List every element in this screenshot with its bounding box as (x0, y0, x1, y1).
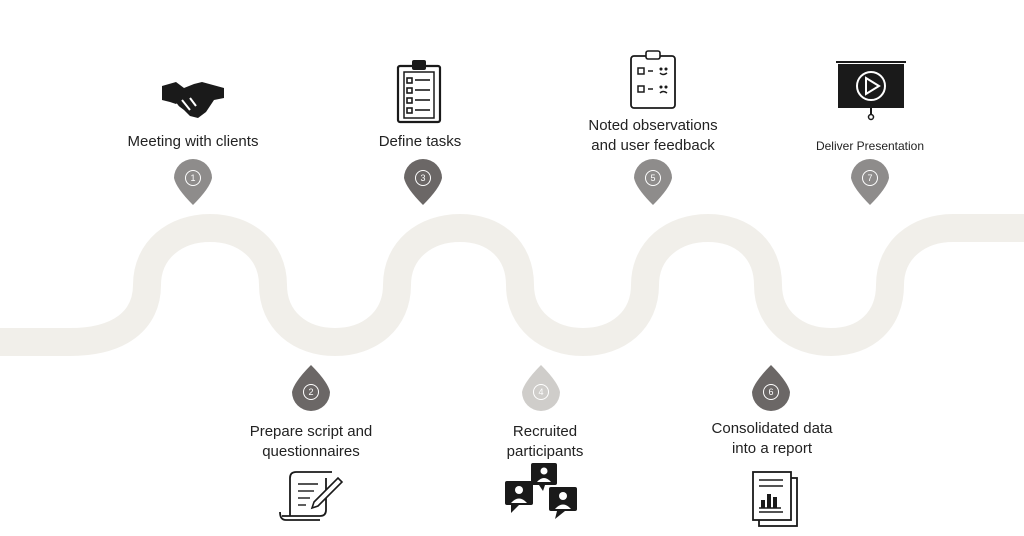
step-number: 1 (190, 173, 195, 183)
marker-pin (522, 365, 560, 411)
step-7-marker: 7 (851, 159, 889, 205)
step-3-label: Define tasks (378, 133, 462, 150)
winding-path (0, 213, 1024, 357)
report-icon (752, 471, 798, 527)
participants-chat-icon (505, 463, 577, 519)
marker-ring (763, 384, 779, 400)
marker-ring (185, 170, 201, 186)
clipboard-checklist-icon (396, 60, 442, 124)
step-number: 5 (650, 173, 655, 183)
step-1-label: Meeting with clients (127, 133, 259, 150)
step-1-marker: 1 (174, 159, 212, 205)
marker-ring (862, 170, 878, 186)
step-number: 3 (420, 173, 425, 183)
marker-ring (415, 170, 431, 186)
step-4-marker: 4 (522, 365, 560, 411)
marker-pin (851, 159, 889, 205)
step-6-label: Consolidated data into a report (711, 420, 833, 457)
step-number: 7 (867, 173, 872, 183)
marker-ring (303, 384, 319, 400)
marker-pin (752, 365, 790, 411)
marker-pin (292, 365, 330, 411)
step-2-marker: 2 (292, 365, 330, 411)
step-number: 2 (308, 387, 313, 397)
script-scroll-icon (279, 471, 344, 521)
step-4-label: Recruited participants (506, 423, 584, 460)
marker-pin (634, 159, 672, 205)
marker-ring (533, 384, 549, 400)
step-3-marker: 3 (404, 159, 442, 205)
handshake-icon (162, 82, 224, 118)
marker-pin (404, 159, 442, 205)
marker-pin (174, 159, 212, 205)
step-7-label: Deliver Presentation (815, 139, 925, 153)
step-number: 4 (538, 387, 543, 397)
marker-ring (645, 170, 661, 186)
step-number: 6 (768, 387, 773, 397)
presentation-screen-icon (836, 61, 906, 121)
step-5-label: Noted observations and user feedback (588, 117, 718, 154)
step-6-marker: 6 (752, 365, 790, 411)
step-5-marker: 5 (634, 159, 672, 205)
step-2-label: Prepare script and questionnaires (249, 423, 373, 460)
feedback-form-icon (630, 50, 676, 109)
